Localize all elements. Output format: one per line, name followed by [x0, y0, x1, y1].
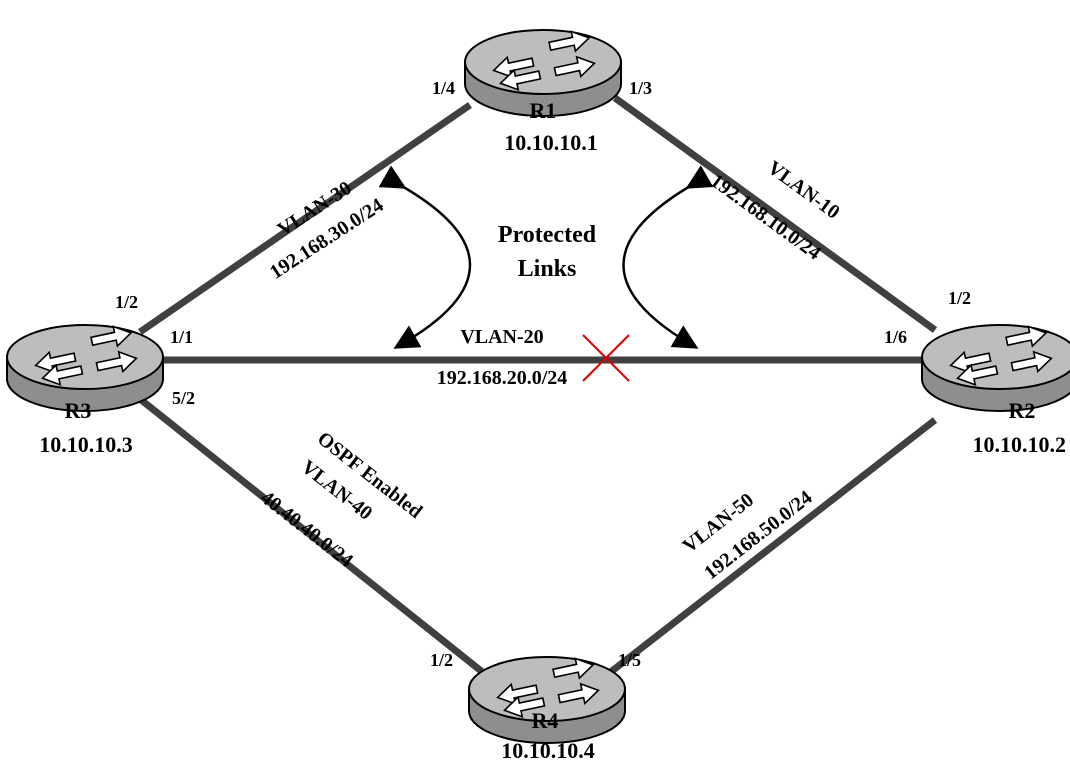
- protection-arrow-left: [378, 165, 472, 349]
- port-r4-r3: 1/2: [430, 650, 453, 670]
- port-r3-r1: 1/2: [115, 292, 138, 312]
- port-r2-r1: 1/2: [948, 288, 971, 308]
- router-r1-ip: 10.10.10.1: [504, 130, 598, 155]
- router-r2-name: R2: [1009, 398, 1036, 423]
- port-r2-r3: 1/6: [884, 327, 907, 347]
- link-failure-mark: [582, 334, 630, 382]
- router-icon: [921, 322, 1070, 412]
- protected-links-label-line2: Links: [518, 256, 577, 282]
- port-r3-r4: 5/2: [172, 388, 195, 408]
- port-r1-r2: 1/3: [629, 78, 652, 98]
- link-r3-r2-subnet: 192.168.20.0/24: [437, 367, 568, 389]
- router-r4-ip: 10.10.10.4: [501, 738, 595, 762]
- port-r1-r3: 1/4: [432, 78, 455, 98]
- router-r2-ip: 10.10.10.2: [973, 432, 1067, 457]
- link-r1-r3: [138, 102, 472, 335]
- router-r4-name: R4: [532, 708, 559, 733]
- links-layer: [132, 95, 938, 693]
- router-r2[interactable]: [921, 322, 1070, 412]
- protected-links-label-line1: Protected: [498, 222, 597, 248]
- link-r3-r2-vlan: VLAN-20: [460, 326, 543, 348]
- port-r4-r2: 1/5: [618, 650, 641, 670]
- router-r3-name: R3: [65, 398, 92, 423]
- port-r3-r2: 1/1: [170, 327, 193, 347]
- link-r4-r2: [587, 417, 938, 691]
- router-r1-name: R1: [530, 98, 557, 123]
- protection-arrow-right: [622, 165, 714, 349]
- link-r1-r2: [612, 95, 938, 333]
- link-r3-r4: [132, 392, 508, 693]
- router-r3-ip: 10.10.10.3: [39, 432, 133, 457]
